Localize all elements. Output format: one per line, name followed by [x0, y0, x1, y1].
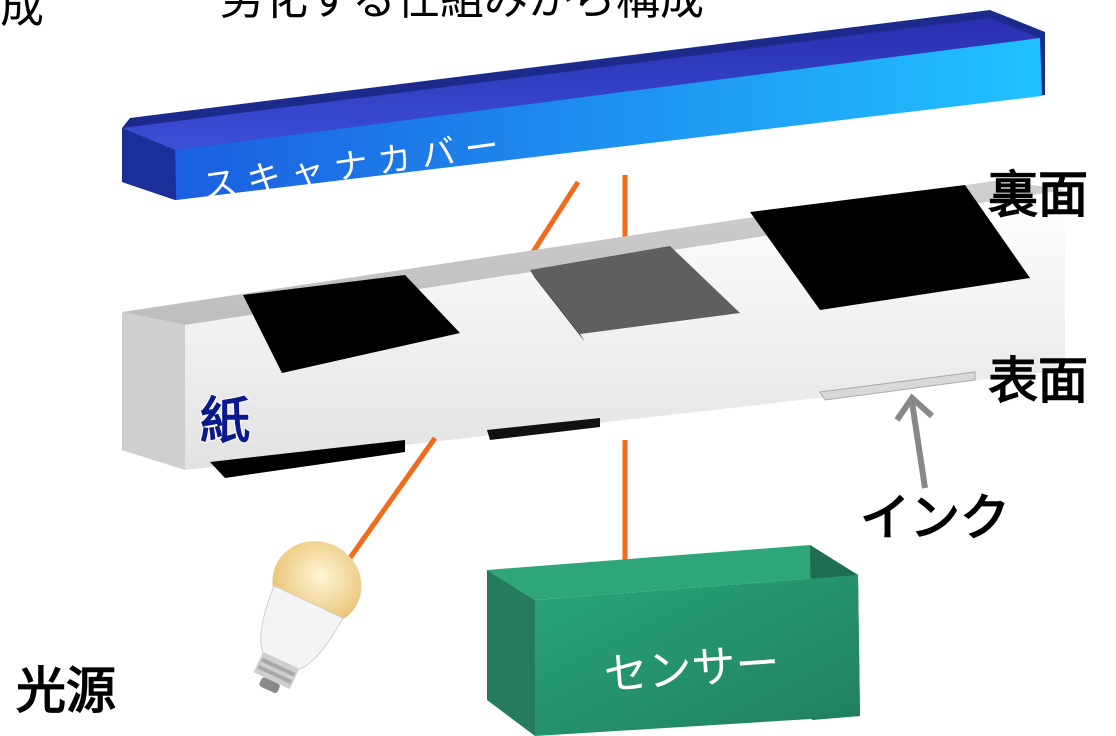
sensor-label: センサー [602, 638, 781, 701]
arrow-up-icon [894, 393, 935, 489]
title-fragment-left: 成 [0, 0, 44, 33]
ink-front-gray [819, 371, 976, 401]
light-path-bottom [337, 436, 628, 582]
light-bulb-icon [253, 541, 362, 694]
front-side-label: 表面 [988, 352, 1088, 410]
paper-label: 紙 [200, 392, 250, 450]
ink-blocks-front [210, 371, 976, 478]
title-fragment-center: 劣化する仕組みから構成 [220, 0, 704, 25]
ink-block-back-1 [243, 275, 460, 373]
ink-blocks-back [243, 185, 1030, 373]
ink-label: インク [860, 489, 1010, 547]
ink-block-back-gray [530, 246, 740, 334]
sensor-box: センサー [487, 545, 860, 736]
back-side-label: 裏面 [988, 166, 1088, 224]
ink-block-back-2 [750, 185, 1030, 310]
light-source-label: 光源 [16, 662, 116, 720]
scanner-cover: スキャナカバー [122, 10, 1045, 207]
